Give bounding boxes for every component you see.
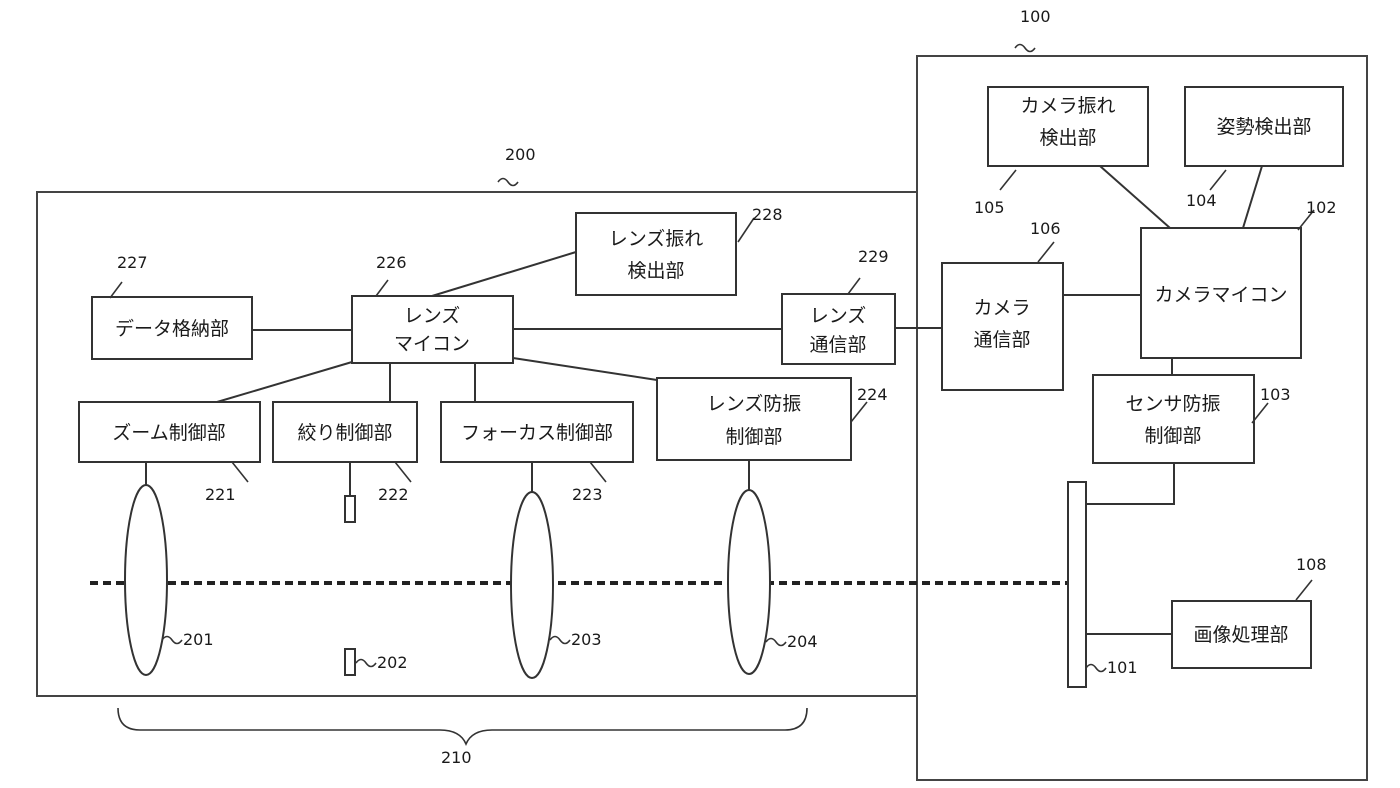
leader-222	[394, 461, 412, 483]
leader-200	[497, 177, 519, 187]
leader-221	[231, 461, 249, 483]
ref-222: 222	[378, 485, 409, 504]
wire-sensor-stab-sensor	[1086, 463, 1175, 505]
image-processing-label: 画像処理部	[1193, 624, 1288, 646]
wire-camera-shake-camera-mcu	[1099, 165, 1171, 229]
lens-stabilization-line2: 制御部	[725, 426, 782, 448]
lens-microcomputer-line2: マイコン	[394, 333, 470, 355]
sensor-stabilization-control-block: センサ防振 制御部	[1092, 374, 1255, 464]
leader-226	[375, 279, 389, 297]
optical-system-bracket	[117, 707, 808, 747]
wire-lens-mcu-shake-detect	[431, 251, 577, 297]
aperture-control-label: 絞り制御部	[297, 422, 392, 444]
ref-100: 100	[1020, 7, 1051, 26]
lens-communication-line1: レンズ	[810, 305, 867, 327]
wire-attitude-camera-mcu	[1242, 165, 1263, 229]
leader-202	[355, 658, 377, 668]
ref-226: 226	[376, 253, 407, 272]
zoom-lens	[124, 484, 168, 676]
data-storage-label: データ格納部	[115, 318, 229, 340]
lens-stabilization-control-block: レンズ防振 制御部	[656, 377, 852, 461]
leader-204	[765, 637, 787, 647]
ref-106: 106	[1030, 219, 1061, 238]
lens-shake-detection-block: レンズ振れ 検出部	[575, 212, 737, 296]
ref-103: 103	[1260, 385, 1291, 404]
ref-228: 228	[752, 205, 783, 224]
leader-108	[1295, 579, 1313, 601]
lens-communication-line2: 通信部	[809, 334, 866, 356]
wire-lens-mcu-stabilization	[512, 357, 658, 381]
ref-210: 210	[441, 748, 472, 767]
camera-microcomputer-block: カメラマイコン	[1140, 227, 1302, 359]
leader-224	[850, 401, 868, 423]
ref-201: 201	[183, 630, 214, 649]
focus-control-label: フォーカス制御部	[461, 422, 613, 444]
data-storage-block: データ格納部	[91, 296, 253, 360]
lens-shake-detection-line1: レンズ振れ	[609, 228, 704, 250]
leader-203	[549, 635, 571, 645]
aperture-blade-lower	[344, 648, 356, 676]
stabilization-lens	[727, 489, 771, 675]
leader-223	[589, 461, 607, 483]
ref-200: 200	[505, 145, 536, 164]
aperture-control-block: 絞り制御部	[272, 401, 418, 463]
focus-control-block: フォーカス制御部	[440, 401, 634, 463]
leader-227	[109, 281, 123, 299]
lens-microcomputer-block: レンズ マイコン	[351, 295, 514, 364]
ref-104: 104	[1186, 191, 1217, 210]
leader-101	[1085, 663, 1107, 673]
lens-communication-block: レンズ 通信部	[781, 293, 896, 365]
leader-105	[999, 169, 1017, 191]
camera-shake-detection-line1: カメラ振れ	[1020, 95, 1115, 117]
camera-body-frame	[916, 55, 1368, 781]
focus-lens	[510, 491, 554, 679]
camera-shake-detection-block: カメラ振れ 検出部	[987, 86, 1149, 167]
ref-202: 202	[377, 653, 408, 672]
attitude-detection-label: 姿勢検出部	[1216, 116, 1311, 138]
ref-221: 221	[205, 485, 236, 504]
leader-201	[161, 635, 183, 645]
ref-203: 203	[571, 630, 602, 649]
attitude-detection-block: 姿勢検出部	[1184, 86, 1344, 167]
lens-shake-detection-line2: 検出部	[627, 260, 684, 282]
ref-204: 204	[787, 632, 818, 651]
camera-communication-line2: 通信部	[973, 329, 1030, 351]
leader-228	[737, 217, 755, 243]
leader-106	[1037, 241, 1055, 263]
leader-lines	[109, 43, 1315, 673]
lens-microcomputer-line1: レンズ	[404, 305, 461, 327]
zoom-control-label: ズーム制御部	[112, 422, 225, 444]
sensor-stabilization-line1: センサ防振	[1125, 393, 1220, 415]
camera-shake-detection-line2: 検出部	[1039, 127, 1096, 149]
leader-103	[1251, 402, 1269, 424]
ref-102: 102	[1306, 198, 1337, 217]
ref-108: 108	[1296, 555, 1327, 574]
sensor-stabilization-line2: 制御部	[1144, 425, 1201, 447]
image-sensor	[1067, 481, 1087, 688]
aperture-blade-upper	[344, 495, 356, 523]
reference-numerals: 100 200 227 226 228 229 106 105 104 102 …	[117, 7, 1337, 767]
ref-105: 105	[974, 198, 1005, 217]
lens-stabilization-line1: レンズ防振	[707, 393, 802, 415]
zoom-control-block: ズーム制御部	[78, 401, 261, 463]
camera-microcomputer-label: カメラマイコン	[1154, 284, 1287, 306]
leader-102	[1297, 209, 1315, 231]
leader-104	[1209, 169, 1227, 191]
leader-229	[847, 277, 861, 295]
ref-227: 227	[117, 253, 148, 272]
ref-101: 101	[1107, 658, 1138, 677]
ref-224: 224	[857, 385, 888, 404]
wire-lens-mcu-zoom	[216, 361, 353, 403]
camera-communication-line1: カメラ	[973, 297, 1030, 319]
connections	[145, 165, 1263, 635]
image-processing-block: 画像処理部	[1171, 600, 1312, 669]
camera-communication-block: カメラ 通信部	[941, 262, 1064, 391]
ref-229: 229	[858, 247, 889, 266]
ref-223: 223	[572, 485, 603, 504]
leader-100	[1014, 43, 1036, 53]
